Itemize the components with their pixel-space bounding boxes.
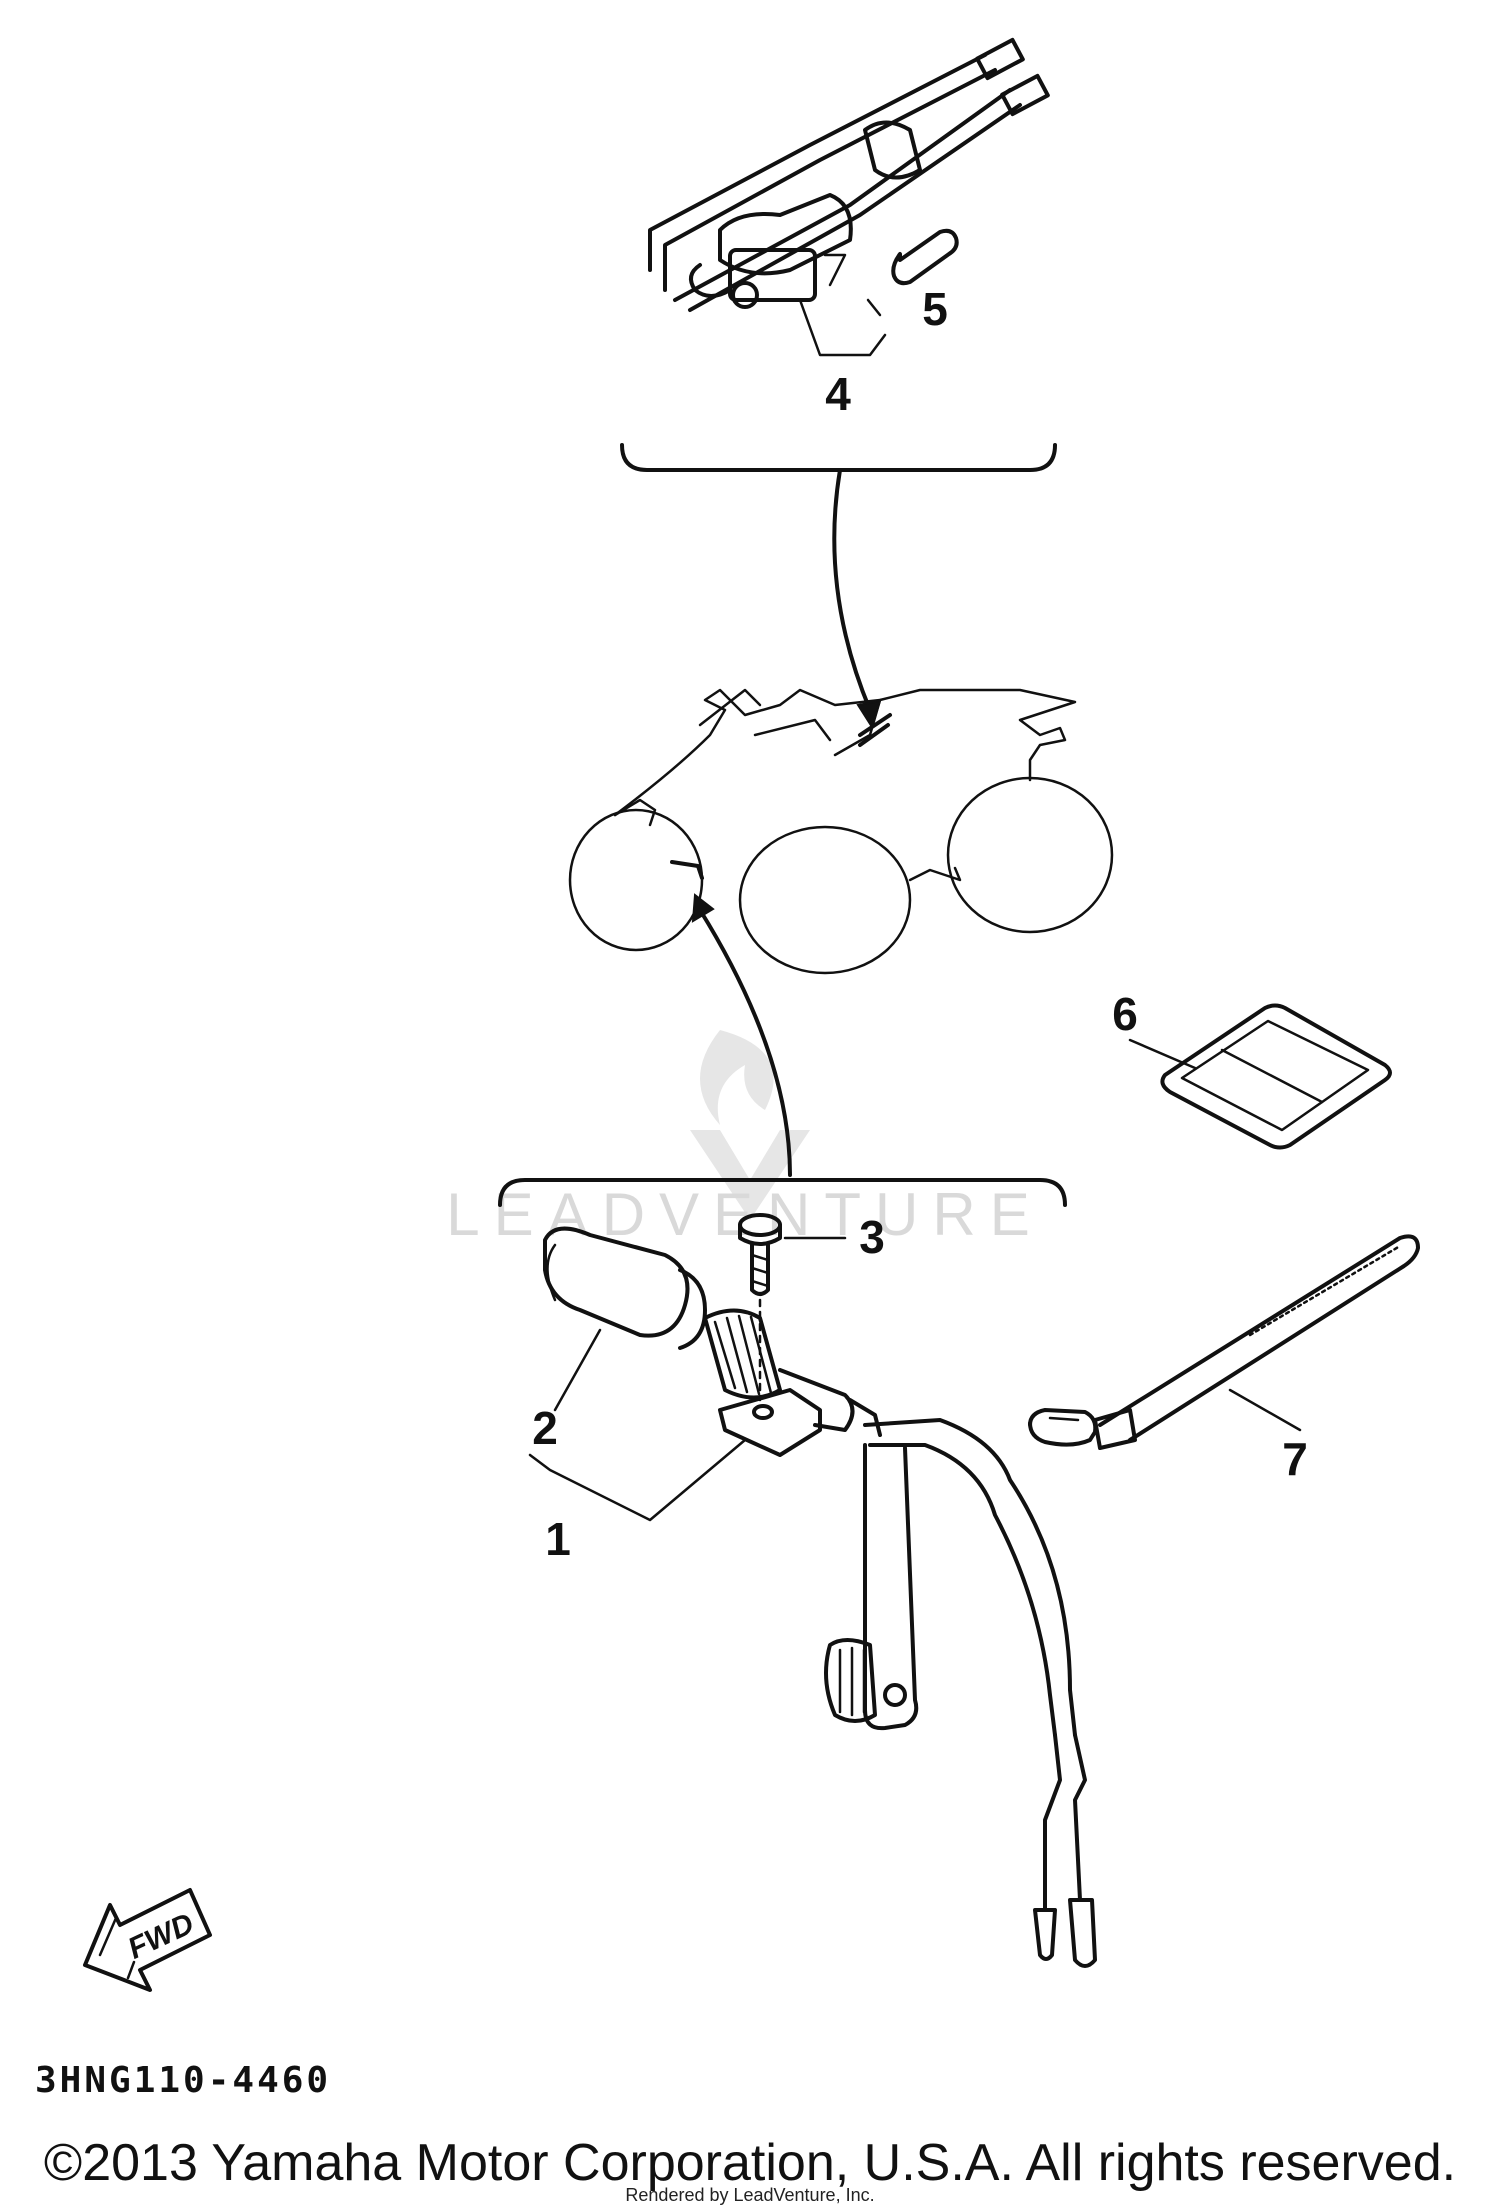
- callout-5: 5: [922, 283, 948, 335]
- lower-arrowhead-icon: [691, 893, 715, 923]
- watermark-flame-icon: [700, 1030, 774, 1125]
- copyright-notice: ©2013 Yamaha Motor Corporation, U.S.A. A…: [43, 2134, 1457, 2192]
- lower-location-arrow: [698, 908, 792, 1177]
- watermark-text: LEADVENTURE: [446, 1181, 1043, 1248]
- upper-group-bracket: [620, 443, 1057, 472]
- upper-location-arrow: [832, 468, 872, 712]
- forward-direction-arrow: FWD: [83, 1888, 212, 1992]
- callout-3: 3: [859, 1211, 885, 1263]
- callout-2: 2: [532, 1402, 558, 1454]
- callout-6: 6: [1112, 988, 1138, 1040]
- diagram-code: 3HNG110-4460: [35, 2060, 331, 2101]
- leadventure-watermark: LEADVENTURE: [446, 1030, 1043, 1248]
- callout-7: 7: [1282, 1433, 1308, 1485]
- callout-4: 4: [825, 368, 851, 420]
- part-1-assembly-drawing: [528, 1226, 1097, 1968]
- callout-1: 1: [545, 1513, 571, 1565]
- part-4-assembly-drawing: [648, 37, 1050, 357]
- lower-group-bracket: [498, 1178, 1067, 1207]
- part-7-cable-tie-drawing: [1028, 1234, 1420, 1450]
- rendered-by-notice: Rendered by LeadVenture, Inc.: [625, 2185, 875, 2205]
- part-6-pad-drawing: [1128, 1003, 1392, 1150]
- atv-outline-drawing: [568, 688, 1114, 975]
- watermark-v-icon: [690, 1130, 810, 1220]
